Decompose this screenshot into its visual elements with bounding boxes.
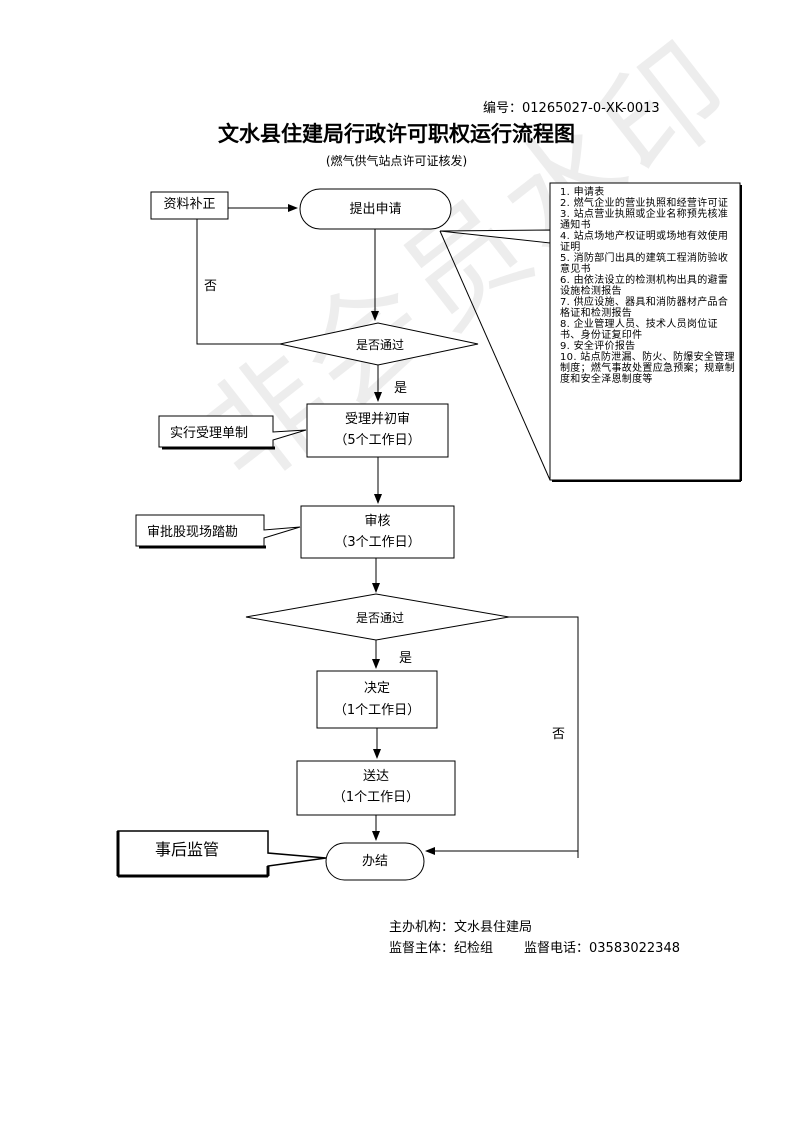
materials-item: 4. 站点场地产权证明或场地有效使用证明 — [560, 231, 729, 253]
review-box — [300, 505, 455, 559]
decision-1-yes-label: 是 — [394, 381, 408, 396]
finish-label: 办结 — [361, 854, 388, 869]
accept-line-1: 受理并初审 — [344, 412, 410, 427]
supervision-note-label: 事后监管 — [155, 840, 220, 859]
materials-item: 5. 消防部门出具的建筑工程消防验收意见书 — [560, 253, 729, 275]
footer-supervisor: 监督主体：纪检组 — [389, 941, 494, 956]
apply-label: 提出申请 — [349, 202, 402, 217]
decision-2-label: 是否通过 — [355, 611, 404, 625]
finish-terminal — [325, 842, 425, 881]
decision-1-no-label: 否 — [204, 279, 218, 294]
accept-box — [306, 403, 449, 458]
decide-line-2: （1个工作日） — [333, 703, 421, 718]
page-title: 文水县住建局行政许可职权运行流程图 — [218, 122, 575, 146]
materials-list: 1. 申请表 2. 燃气企业的营业执照和经营许可证 3. 站点营业执照或企业名称… — [560, 187, 736, 385]
review-line-2: （3个工作日） — [334, 535, 421, 550]
supervision-callout — [117, 830, 327, 877]
deliver-line-1: 送达 — [362, 769, 389, 784]
materials-item: 10. 站点防泄漏、防火、防爆安全管理制度；燃气事故处置应急预案；规章制度和安全… — [560, 352, 736, 385]
materials-item: 9. 安全评价报告 — [560, 341, 636, 352]
materials-item: 8. 企业管理人员、技术人员岗位证书、身份证复印件 — [560, 319, 718, 341]
decision-1-label: 是否通过 — [355, 338, 404, 352]
materials-item: 7. 供应设施、器具和消防器材产品合格证和检测报告 — [560, 297, 729, 319]
deliver-box — [296, 760, 456, 816]
supplement-box — [150, 191, 229, 220]
materials-item: 2. 燃气企业的营业执照和经营许可证 — [560, 198, 729, 209]
accept-line-2: （5个工作日） — [334, 433, 421, 448]
review-line-1: 审核 — [364, 514, 391, 529]
decision-diamond-1 — [279, 322, 479, 366]
review-note-label: 审批股现场踏勘 — [147, 525, 239, 540]
accept-note-label: 实行受理单制 — [170, 426, 249, 441]
materials-item: 1. 申请表 — [560, 187, 605, 198]
footer-phone: 监督电话：03583022348 — [524, 941, 680, 956]
decision-2-no-label: 否 — [552, 727, 566, 742]
deliver-line-2: （1个工作日） — [332, 790, 420, 805]
materials-box — [549, 182, 741, 481]
decision-2-yes-label: 是 — [399, 651, 413, 666]
materials-item: 6. 由依法设立的检测机构出具的避雷设施检测报告 — [560, 275, 729, 297]
footer-host: 主办机构：文水县住建局 — [389, 920, 533, 935]
materials-item: 3. 站点营业执照或企业名称预先核准通知书 — [560, 209, 729, 231]
supplement-label: 资料补正 — [163, 197, 216, 212]
document-number: 编号：01265027-0-XK-0013 — [483, 101, 660, 116]
page-subtitle: (燃气供气站点许可证核发) — [325, 154, 468, 168]
decide-line-1: 决定 — [363, 681, 390, 696]
